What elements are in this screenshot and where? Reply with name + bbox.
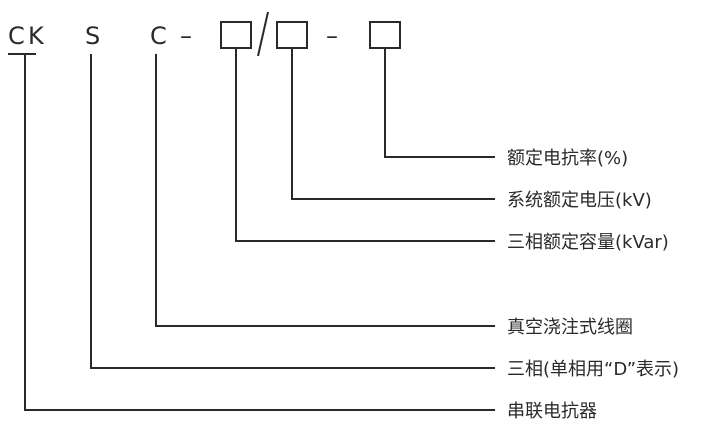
placeholder-box-reactance	[369, 21, 401, 49]
leader-line-capacity	[235, 48, 495, 242]
leader-line-phase	[90, 54, 495, 369]
leader-line-coil	[155, 54, 495, 327]
label-series-reactor: 串联电抗器	[507, 401, 597, 422]
code-letter-c2: C	[150, 22, 167, 50]
label-rated-reactance-rate: 额定电抗率(%)	[507, 148, 628, 169]
placeholder-box-capacity	[220, 21, 252, 49]
code-dash-2: –	[326, 22, 338, 50]
leader-line-reactance	[384, 48, 495, 158]
code-slash	[257, 11, 269, 57]
code-letter-s: S	[85, 22, 100, 50]
label-system-rated-voltage: 系统额定电压(kV)	[507, 190, 652, 211]
label-phase: 三相(单相用“D”表示)	[507, 359, 679, 380]
code-dash-1: –	[180, 22, 192, 50]
code-letter-k: K	[28, 22, 45, 50]
leader-line-series-reactor	[24, 54, 495, 411]
placeholder-box-voltage	[276, 21, 308, 49]
leader-line-voltage	[291, 48, 495, 200]
label-three-phase-rated-capacity: 三相额定容量(kVar)	[507, 232, 669, 253]
code-letter-c: C	[8, 22, 25, 50]
label-vacuum-cast-coil: 真空浇注式线圈	[507, 317, 633, 338]
